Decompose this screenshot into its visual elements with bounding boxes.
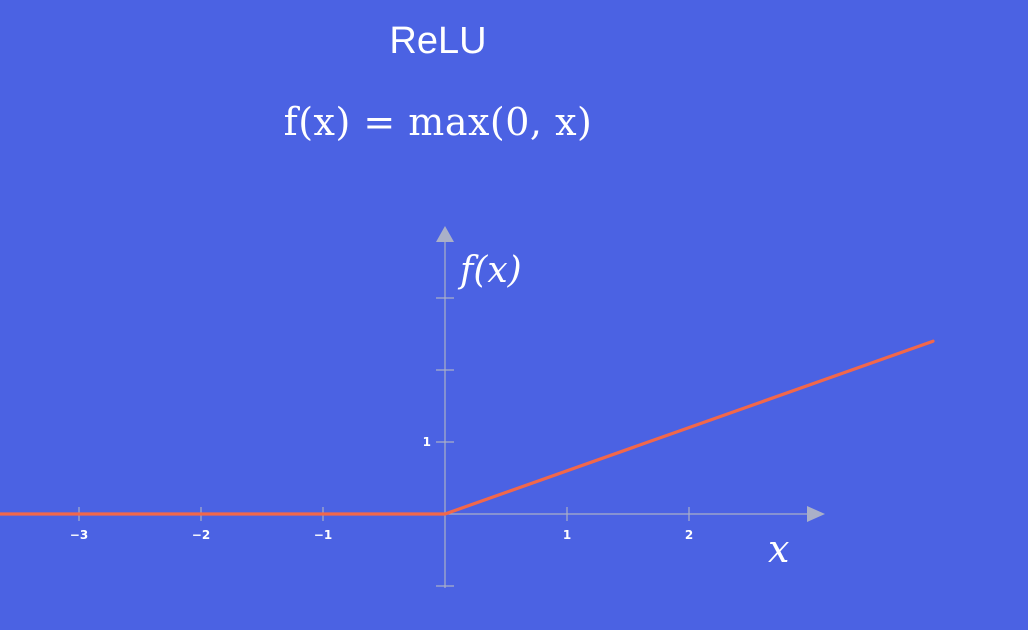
slide-title: ReLU [389,20,487,62]
y-tick-label: 1 [423,435,431,449]
chart-series-layer [0,339,935,516]
x-tick-label: −1 [314,528,332,542]
chart-axis-labels: f(x) x [457,250,789,571]
chart-axes [0,226,825,588]
x-tick-label: 1 [563,528,571,542]
relu-series-line [0,339,935,516]
x-axis-arrow [807,506,825,522]
chart-ticks: −3 −2 −1 1 2 1 [70,297,693,542]
x-tick-label: 2 [685,528,693,542]
relu-formula: f(x) = max(0, x) [283,100,593,144]
x-tick-label: −2 [192,528,210,542]
y-axis-label: f(x) [457,250,522,291]
x-tick-label: −3 [70,528,88,542]
x-axis-label: x [768,527,789,571]
y-axis-arrow [436,226,454,242]
